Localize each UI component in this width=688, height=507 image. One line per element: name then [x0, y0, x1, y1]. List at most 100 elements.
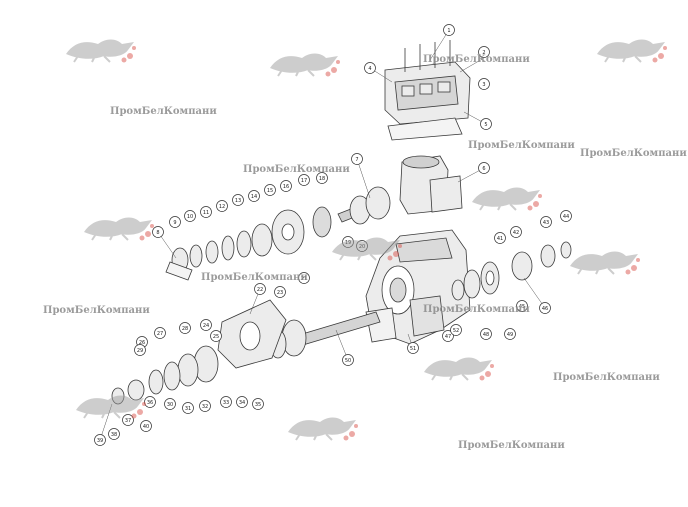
callout-number: 3 [482, 82, 485, 88]
callout-13: 13 [232, 194, 244, 206]
horse-logo-watermark [83, 216, 155, 242]
callout-15: 15 [264, 184, 276, 196]
callout-number: 29 [137, 348, 143, 354]
watermark-text: ПромБелКомпани [468, 140, 575, 151]
callout-number: 36 [147, 400, 153, 406]
callout-number: 37 [125, 418, 131, 424]
callout-35: 35 [252, 398, 264, 410]
horse-logo-watermark [471, 186, 543, 212]
callout-number: 47 [445, 334, 451, 340]
callout-45: 45 [516, 300, 528, 312]
callout-27: 27 [154, 327, 166, 339]
watermark-text: ПромБелКомпани [458, 440, 565, 451]
callout-41: 41 [494, 232, 506, 244]
callout-40: 40 [140, 420, 152, 432]
callout-31: 31 [182, 402, 194, 414]
callout-number: 8 [156, 230, 159, 236]
callout-number: 14 [251, 194, 257, 200]
callout-number: 10 [187, 214, 193, 220]
watermark-text: ПромБелКомпани [580, 148, 687, 159]
callout-number: 27 [157, 331, 163, 337]
upper-shaft-assembly [165, 186, 391, 281]
callout-number: 44 [563, 214, 569, 220]
callout-number: 35 [255, 402, 261, 408]
callout-4: 4 [364, 62, 376, 74]
callout-number: 2 [482, 50, 485, 56]
callout-49: 49 [504, 328, 516, 340]
callout-number: 46 [542, 306, 548, 312]
callout-43: 43 [540, 216, 552, 228]
callout-number: 30 [167, 402, 173, 408]
callout-number: 50 [345, 358, 351, 364]
callout-18: 18 [316, 172, 328, 184]
horse-logo-watermark [569, 250, 641, 276]
watermark-text: ПромБелКомпани [553, 372, 660, 383]
callout-number: 49 [507, 332, 513, 338]
callout-14: 14 [248, 190, 260, 202]
callout-12: 12 [216, 200, 228, 212]
callout-36: 36 [144, 396, 156, 408]
callout-25: 25 [210, 330, 222, 342]
right-bearing-parts [451, 241, 572, 301]
callout-number: 17 [301, 178, 307, 184]
callout-number: 16 [283, 184, 289, 190]
callout-number: 45 [519, 304, 525, 310]
callout-number: 21 [301, 276, 307, 282]
callout-number: 1 [447, 28, 450, 34]
callout-21: 21 [298, 272, 310, 284]
callout-23: 23 [274, 286, 286, 298]
callout-11: 11 [200, 206, 212, 218]
callout-number: 25 [213, 334, 219, 340]
callout-50: 50 [342, 354, 354, 366]
callout-24: 24 [200, 319, 212, 331]
horse-logo-watermark [596, 38, 668, 64]
callout-number: 42 [513, 230, 519, 236]
top-cover-assembly [384, 40, 471, 215]
watermark-text: ПромБелКомпани [423, 304, 530, 315]
callout-number: 38 [111, 432, 117, 438]
horse-logo-watermark [65, 38, 137, 64]
callout-number: 18 [319, 176, 325, 182]
watermark-text: ПромБелКомпани [423, 54, 530, 65]
callout-29: 29 [134, 344, 146, 356]
callout-1: 1 [443, 24, 455, 36]
callout-number: 52 [453, 328, 459, 334]
callout-number: 15 [267, 188, 273, 194]
callout-number: 12 [219, 204, 225, 210]
callout-46: 46 [539, 302, 551, 314]
callout-9: 9 [169, 216, 181, 228]
callout-number: 22 [257, 287, 263, 293]
callout-number: 32 [202, 404, 208, 410]
callout-number: 28 [182, 326, 188, 332]
watermark-text: ПромБелКомпани [110, 106, 217, 117]
callout-33: 33 [220, 396, 232, 408]
callout-3: 3 [478, 78, 490, 90]
callout-37: 37 [122, 414, 134, 426]
callout-34: 34 [236, 396, 248, 408]
horse-logo-watermark [423, 356, 495, 382]
callout-44: 44 [560, 210, 572, 222]
callout-number: 33 [223, 400, 229, 406]
callout-number: 39 [97, 438, 103, 444]
callout-6: 6 [478, 162, 490, 174]
callout-number: 4 [368, 66, 371, 72]
callout-7: 7 [351, 153, 363, 165]
callout-47: 47 [442, 330, 454, 342]
callout-52: 52 [450, 324, 462, 336]
callout-42: 42 [510, 226, 522, 238]
callout-number: 5 [484, 122, 487, 128]
callout-number: 41 [497, 236, 503, 242]
callout-10: 10 [184, 210, 196, 222]
callout-5: 5 [480, 118, 492, 130]
callout-number: 51 [410, 346, 416, 352]
callout-number: 34 [239, 400, 245, 406]
callout-number: 9 [173, 220, 176, 226]
callout-2: 2 [478, 46, 490, 58]
callout-number: 40 [143, 424, 149, 430]
callout-number: 7 [355, 157, 358, 163]
callout-8: 8 [152, 226, 164, 238]
callout-51: 51 [407, 342, 419, 354]
watermark-text: ПромБелКомпани [43, 305, 150, 316]
callout-17: 17 [298, 174, 310, 186]
callout-48: 48 [480, 328, 492, 340]
